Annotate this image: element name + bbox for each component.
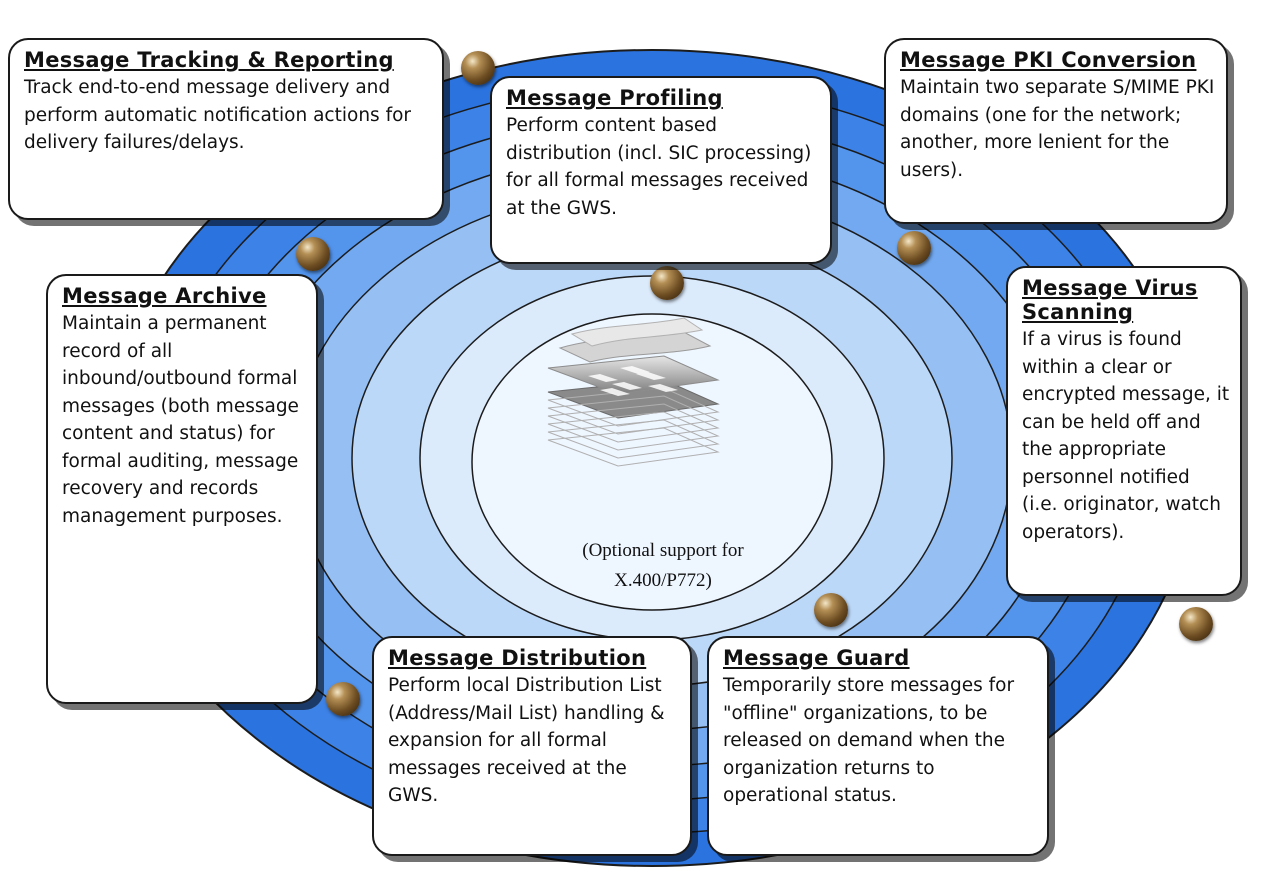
- bead-archive: [296, 237, 330, 271]
- callout-message-archive: Message Archive Maintain a permanent rec…: [46, 274, 318, 704]
- callout-body: Maintain a permanent record of all inbou…: [62, 313, 299, 527]
- callout-title: Message Virus Scanning: [1022, 276, 1198, 324]
- bead-tracking: [461, 51, 495, 85]
- bead-virus: [1179, 607, 1213, 641]
- ring-8: [471, 313, 833, 611]
- callout-message-virus-scanning: Message Virus Scanning If a virus is fou…: [1006, 266, 1242, 596]
- bead-profiling: [650, 266, 684, 300]
- callout-title: Message Distribution: [388, 646, 647, 670]
- callout-body: If a virus is found within a clear or en…: [1022, 329, 1230, 543]
- callout-title: Message Archive: [62, 284, 267, 308]
- callout-body: Temporarily store messages for "offline"…: [723, 675, 1015, 806]
- callout-message-tracking: Message Tracking & Reporting Track end-t…: [8, 38, 444, 220]
- callout-message-guard: Message Guard Temporarily store messages…: [707, 636, 1049, 856]
- bead-pki: [897, 231, 931, 265]
- callout-title: Message PKI Conversion: [900, 48, 1197, 72]
- center-caption-line2: X.400/P772): [614, 570, 712, 591]
- callout-body: Track end-to-end message delivery and pe…: [24, 77, 412, 153]
- callout-message-profiling: Message Profiling Perform content based …: [490, 76, 832, 264]
- callout-title: Message Profiling: [506, 86, 723, 110]
- callout-body: Maintain two separate S/MIME PKI domains…: [900, 77, 1215, 181]
- stacked-documents-icon: [547, 317, 720, 467]
- bead-distribution: [326, 682, 360, 716]
- center-caption: (Optional support for X.400/P772): [540, 536, 786, 596]
- center-caption-line1: (Optional support for: [582, 540, 744, 561]
- callout-title: Message Guard: [723, 646, 910, 670]
- callout-message-pki-conversion: Message PKI Conversion Maintain two sepa…: [884, 38, 1228, 224]
- callout-body: Perform local Distribution List (Address…: [388, 675, 665, 806]
- callout-title: Message Tracking & Reporting: [24, 48, 394, 72]
- callout-message-distribution: Message Distribution Perform local Distr…: [372, 636, 692, 856]
- callout-body: Perform content based distribution (incl…: [506, 115, 812, 219]
- bead-guard: [814, 593, 848, 627]
